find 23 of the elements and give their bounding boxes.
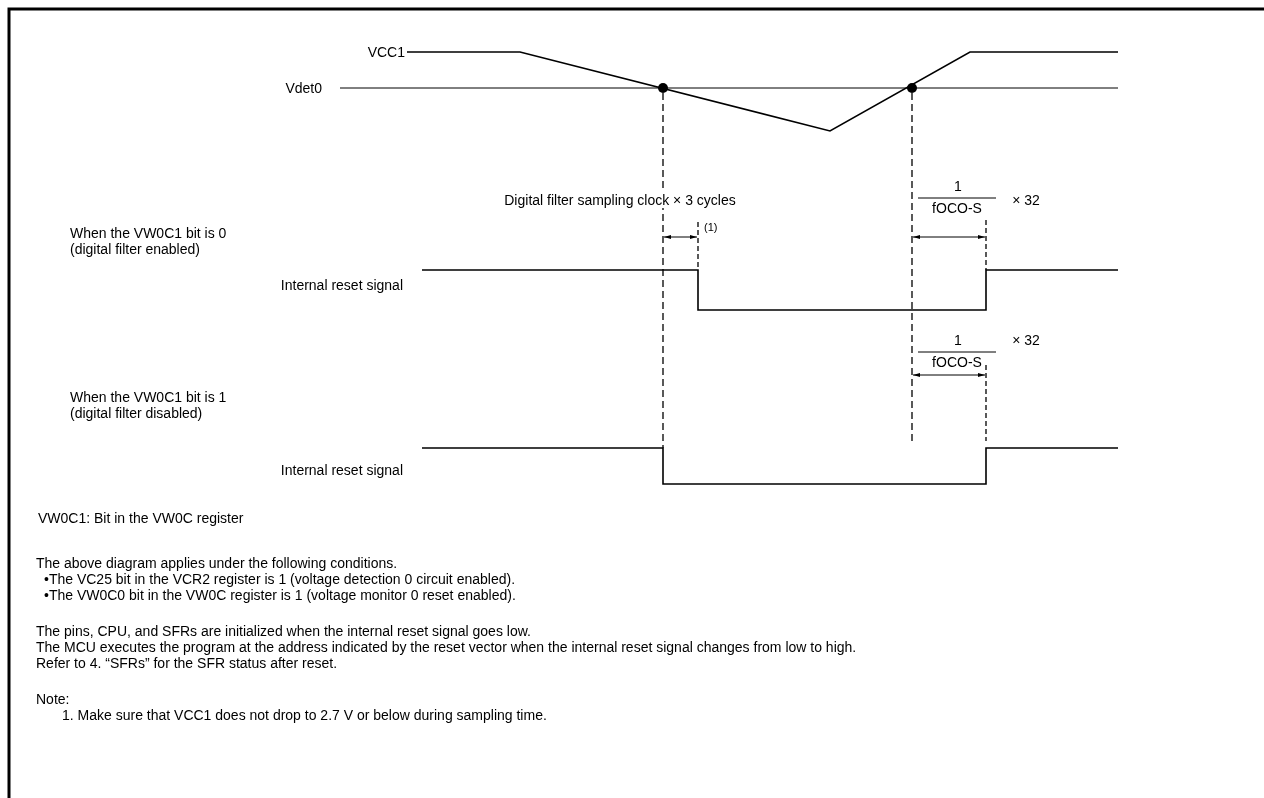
fraction-denominator: fOCO-S xyxy=(932,354,982,370)
fraction-denominator: fOCO-S xyxy=(932,200,982,216)
note-text: Note: xyxy=(36,691,70,707)
multiplier-text: × 32 xyxy=(1012,192,1040,208)
note-text: Refer to 4. “SFRs” for the SFR status after reset. xyxy=(36,655,338,671)
note-text: The above diagram applies under the following conditions. xyxy=(36,555,398,571)
condition-label: When the VW0C1 bit is 1 (digital filter disabled) xyxy=(70,389,228,421)
fraction-numerator: 1 xyxy=(954,178,962,194)
note-text: •The VC25 bit in the VCR2 register is 1 (voltage detection 0 circuit enabled). xyxy=(44,571,516,587)
note-text: VW0C1: Bit in the VW0C register xyxy=(38,510,244,526)
footnote-mark: (1) xyxy=(704,221,718,234)
signal-label: Vdet0 xyxy=(285,80,322,96)
signal-label: VCC1 xyxy=(367,44,405,60)
condition-label: When the VW0C1 bit is 0 (digital filter enabled) xyxy=(70,225,228,257)
signal-label: Internal reset signal xyxy=(280,462,403,478)
note-text: •The VW0C0 bit in the VW0C register is 1 (voltage monitor 0 reset enabled). xyxy=(44,587,516,603)
fraction-numerator: 1 xyxy=(954,332,962,348)
signal-label: Internal reset signal xyxy=(280,277,403,293)
note-text: The MCU executes the program at the address indicated by the reset vector when the internal reset signal changes from low to high. xyxy=(36,639,857,655)
timing-annotation: Digital filter sampling clock × 3 cycles xyxy=(504,192,736,208)
note-text: 1. Make sure that VCC1 does not drop to 2.7 V or below during sampling time. xyxy=(62,707,547,723)
multiplier-text: × 32 xyxy=(1012,332,1040,348)
note-text: The pins, CPU, and SFRs are initialized when the internal reset signal goes low. xyxy=(36,623,531,639)
